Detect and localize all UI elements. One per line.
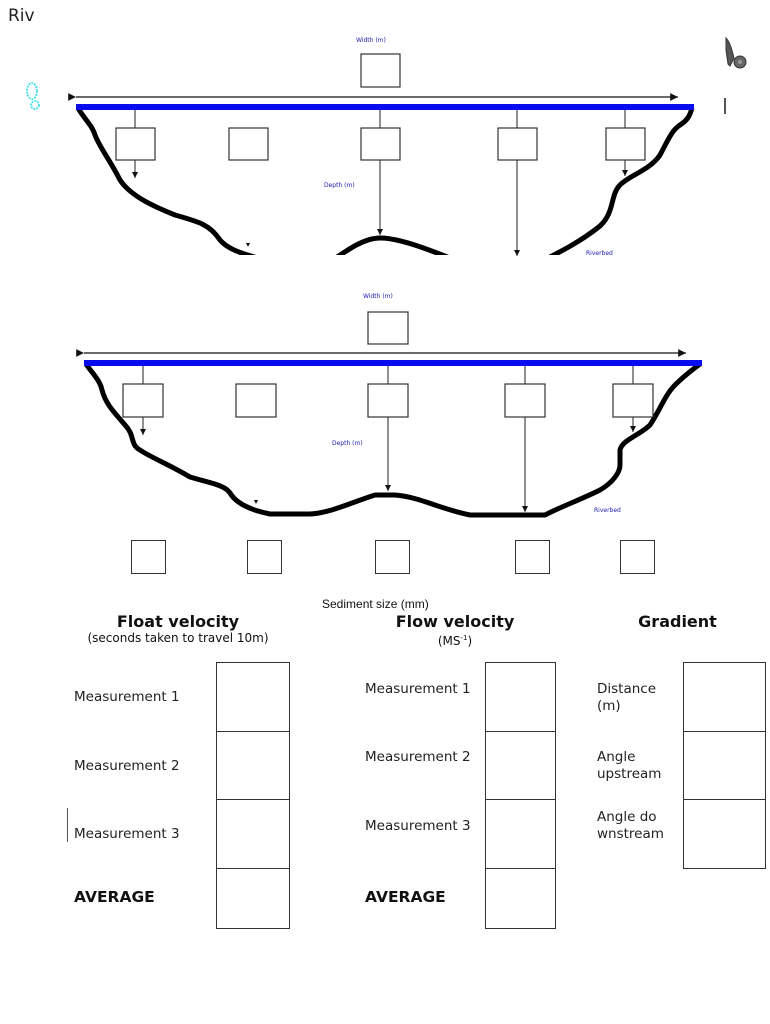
flow-velocity-header: Flow velocity (MS-1): [360, 612, 550, 648]
depth-input-box-1: [122, 383, 164, 418]
sediment-input-box-2[interactable]: [247, 540, 282, 574]
depth-input-box-3: [360, 127, 401, 161]
width-label: Width (m): [363, 293, 393, 300]
flow-unit-sup: -1: [460, 634, 468, 642]
gradient-distance-input[interactable]: [683, 662, 766, 732]
gradient-angle-upstream-input[interactable]: [683, 731, 766, 800]
cursor-mark: [724, 98, 726, 114]
width-input-box: [360, 53, 401, 88]
float-velocity-heading: Float velocity: [116, 612, 240, 631]
depth-label: Depth (m): [332, 440, 363, 447]
float-velocity-subheading: (seconds taken to travel 10m): [87, 631, 269, 645]
riverbed-label: Riverbed: [594, 507, 621, 514]
gradient-angle-downstream-input[interactable]: [683, 799, 766, 869]
text-cursor: [67, 808, 68, 842]
flow-unit-base: (MS: [437, 634, 461, 648]
sediment-size-label: Sediment size (mm): [322, 597, 429, 611]
gradient-row-label-2: Angle upstream: [597, 749, 662, 782]
flow-row-label-average: AVERAGE: [365, 888, 446, 906]
gradient-row-label-3: Angle downstream: [597, 809, 664, 842]
sediment-input-box-4[interactable]: [515, 540, 550, 574]
float-row-label-2: Measurement 2: [74, 758, 180, 774]
float-velocity-header: Float velocity (seconds taken to travel …: [80, 612, 276, 645]
gradient-row-label-1: Distance (m): [597, 681, 657, 714]
depth-label: Depth (m): [324, 182, 355, 189]
depth-input-box-4: [504, 383, 546, 418]
width-input-box: [367, 311, 409, 345]
depth-input-box-5: [605, 127, 646, 161]
riverbed-label: Riverbed: [586, 250, 613, 257]
flow-average-input[interactable]: [485, 868, 556, 929]
depth-input-box-1: [115, 127, 156, 161]
depth-input-box-5: [612, 383, 654, 418]
flow-unit-end: ): [467, 634, 473, 648]
flow-row-label-3: Measurement 3: [365, 818, 471, 834]
float-row-label-average: AVERAGE: [74, 888, 155, 906]
gradient-heading: Gradient: [638, 612, 717, 631]
sediment-input-box-3[interactable]: [375, 540, 410, 574]
flow-measurement-1-input[interactable]: [485, 662, 556, 732]
flow-velocity-heading: Flow velocity: [395, 612, 515, 631]
flow-row-label-1: Measurement 1: [365, 681, 471, 697]
depth-input-box-2: [228, 127, 269, 161]
page-title: Riv: [8, 6, 35, 26]
float-measurement-3-input[interactable]: [216, 799, 290, 869]
walking-figure-icon: [722, 36, 750, 80]
sediment-input-box-5[interactable]: [620, 540, 655, 574]
depth-input-box-2: [235, 383, 277, 418]
flow-measurement-2-input[interactable]: [485, 731, 556, 800]
flow-measurement-3-input[interactable]: [485, 799, 556, 869]
sediment-input-box-1[interactable]: [131, 540, 166, 574]
float-row-label-1: Measurement 1: [74, 689, 180, 705]
depth-input-box-3: [367, 383, 409, 418]
river-cross-section-2: Width (m) Depth (m) Riverbed: [0, 285, 770, 525]
float-measurement-1-input[interactable]: [216, 662, 290, 732]
float-measurement-2-input[interactable]: [216, 731, 290, 800]
footprint-icon: [24, 82, 42, 116]
river-cross-section-1: Width (m) Depth (m) Riverbed: [0, 30, 770, 260]
flow-row-label-2: Measurement 2: [365, 749, 471, 765]
depth-input-box-4: [497, 127, 538, 161]
float-average-input[interactable]: [216, 868, 290, 929]
float-row-label-3: Measurement 3: [74, 826, 180, 842]
width-label: Width (m): [356, 37, 386, 44]
riverbed-line: [75, 106, 695, 255]
flow-velocity-subheading: (MS-1): [360, 631, 550, 648]
riverbed-line: [83, 361, 702, 518]
